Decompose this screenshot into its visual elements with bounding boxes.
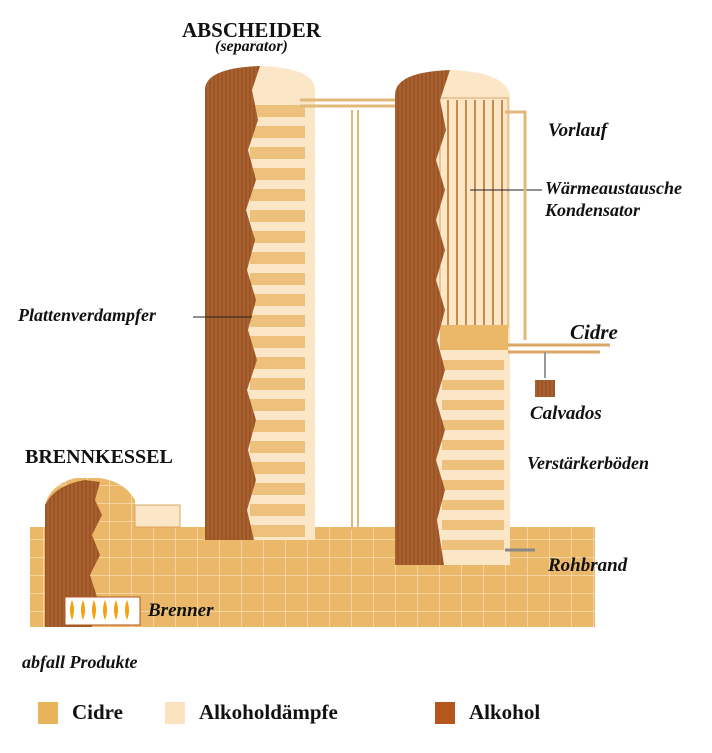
flame-icon	[125, 600, 129, 620]
evaporator-plate	[250, 420, 305, 432]
subtitle-separator: (separator)	[215, 38, 288, 55]
legend-label: Alkoholdämpfe	[199, 700, 338, 724]
evaporator-plate	[250, 504, 305, 516]
label-cidre: Cidre	[570, 320, 618, 344]
evaporator-plate	[250, 252, 305, 264]
evaporator-plate	[250, 462, 305, 474]
label-brenner: Brenner	[148, 600, 214, 621]
legend-label: Alkohol	[469, 700, 541, 724]
legend-swatch-alkoholdaempfe	[165, 701, 185, 724]
evaporator-plate	[250, 105, 305, 117]
cidre-inlet-pipe	[508, 343, 610, 354]
evaporator-plate	[250, 357, 305, 369]
reinforcement-tray	[442, 400, 504, 410]
label-rohbrand: Rohbrand	[548, 555, 628, 576]
evaporator-plate	[250, 336, 305, 348]
evaporator-plate	[250, 294, 305, 306]
reinforcement-tray	[442, 480, 504, 490]
evaporator-plate	[250, 378, 305, 390]
evaporator-plate	[250, 147, 305, 159]
evaporator-plate	[250, 189, 305, 201]
evaporator-plate	[250, 315, 305, 327]
label-plattenverdampfer: Plattenverdampfer	[18, 305, 156, 325]
label-vorlauf: Vorlauf	[548, 120, 608, 141]
label-kondensator: Kondensator	[545, 200, 641, 220]
legend-label: Cidre	[72, 700, 123, 724]
flame-icon	[114, 600, 118, 620]
legend-alkohol: Alkohol	[435, 700, 540, 725]
evaporator-plate	[250, 231, 305, 243]
evaporator-plate	[250, 126, 305, 138]
flame-icon	[81, 600, 85, 620]
label-waermetauscher: Wärmeaustausche	[545, 178, 683, 198]
evaporator-plate	[250, 273, 305, 285]
brennkessel-wall	[45, 480, 102, 627]
evaporator-plate	[250, 441, 305, 453]
vapour-pipe	[300, 98, 400, 108]
evaporator-plate	[250, 483, 305, 495]
reinforcement-tray	[442, 380, 504, 390]
reinforcement-tray	[442, 440, 504, 450]
reinforcement-tray	[442, 540, 504, 550]
reinforcement-tray	[442, 360, 504, 370]
title-abscheider: ABSCHEIDER	[182, 18, 321, 42]
verstaerker-outer-wall	[395, 70, 450, 565]
label-verstaerkerboeden: Verstärkerböden	[527, 453, 650, 473]
brennkessel-riser	[134, 504, 181, 528]
flame-icon	[70, 600, 74, 620]
evaporator-plate	[250, 399, 305, 411]
legend-alkoholdaempfe: Alkoholdämpfe	[165, 700, 338, 725]
legend-swatch-cidre	[38, 701, 58, 724]
reinforcement-tray	[442, 500, 504, 510]
flame-icon	[92, 600, 96, 620]
condenser-base	[440, 325, 508, 350]
abscheider-outer-wall	[205, 66, 260, 540]
legend-cidre: Cidre	[38, 700, 123, 725]
reinforcement-tray	[442, 420, 504, 430]
flame-icon	[103, 600, 107, 620]
vorlauf-pipe	[505, 110, 527, 340]
calvados-container	[535, 380, 555, 397]
evaporator-plate	[250, 525, 305, 537]
reinforcement-tray	[442, 520, 504, 530]
label-calvados: Calvados	[530, 403, 602, 424]
label-abfall-produkte: abfall Produkte	[22, 652, 138, 672]
label-brennkessel: BRENNKESSEL	[25, 446, 173, 468]
legend-swatch-alkohol	[435, 701, 455, 724]
evaporator-plate	[250, 210, 305, 222]
evaporator-plate	[250, 168, 305, 180]
reinforcement-tray	[442, 460, 504, 470]
